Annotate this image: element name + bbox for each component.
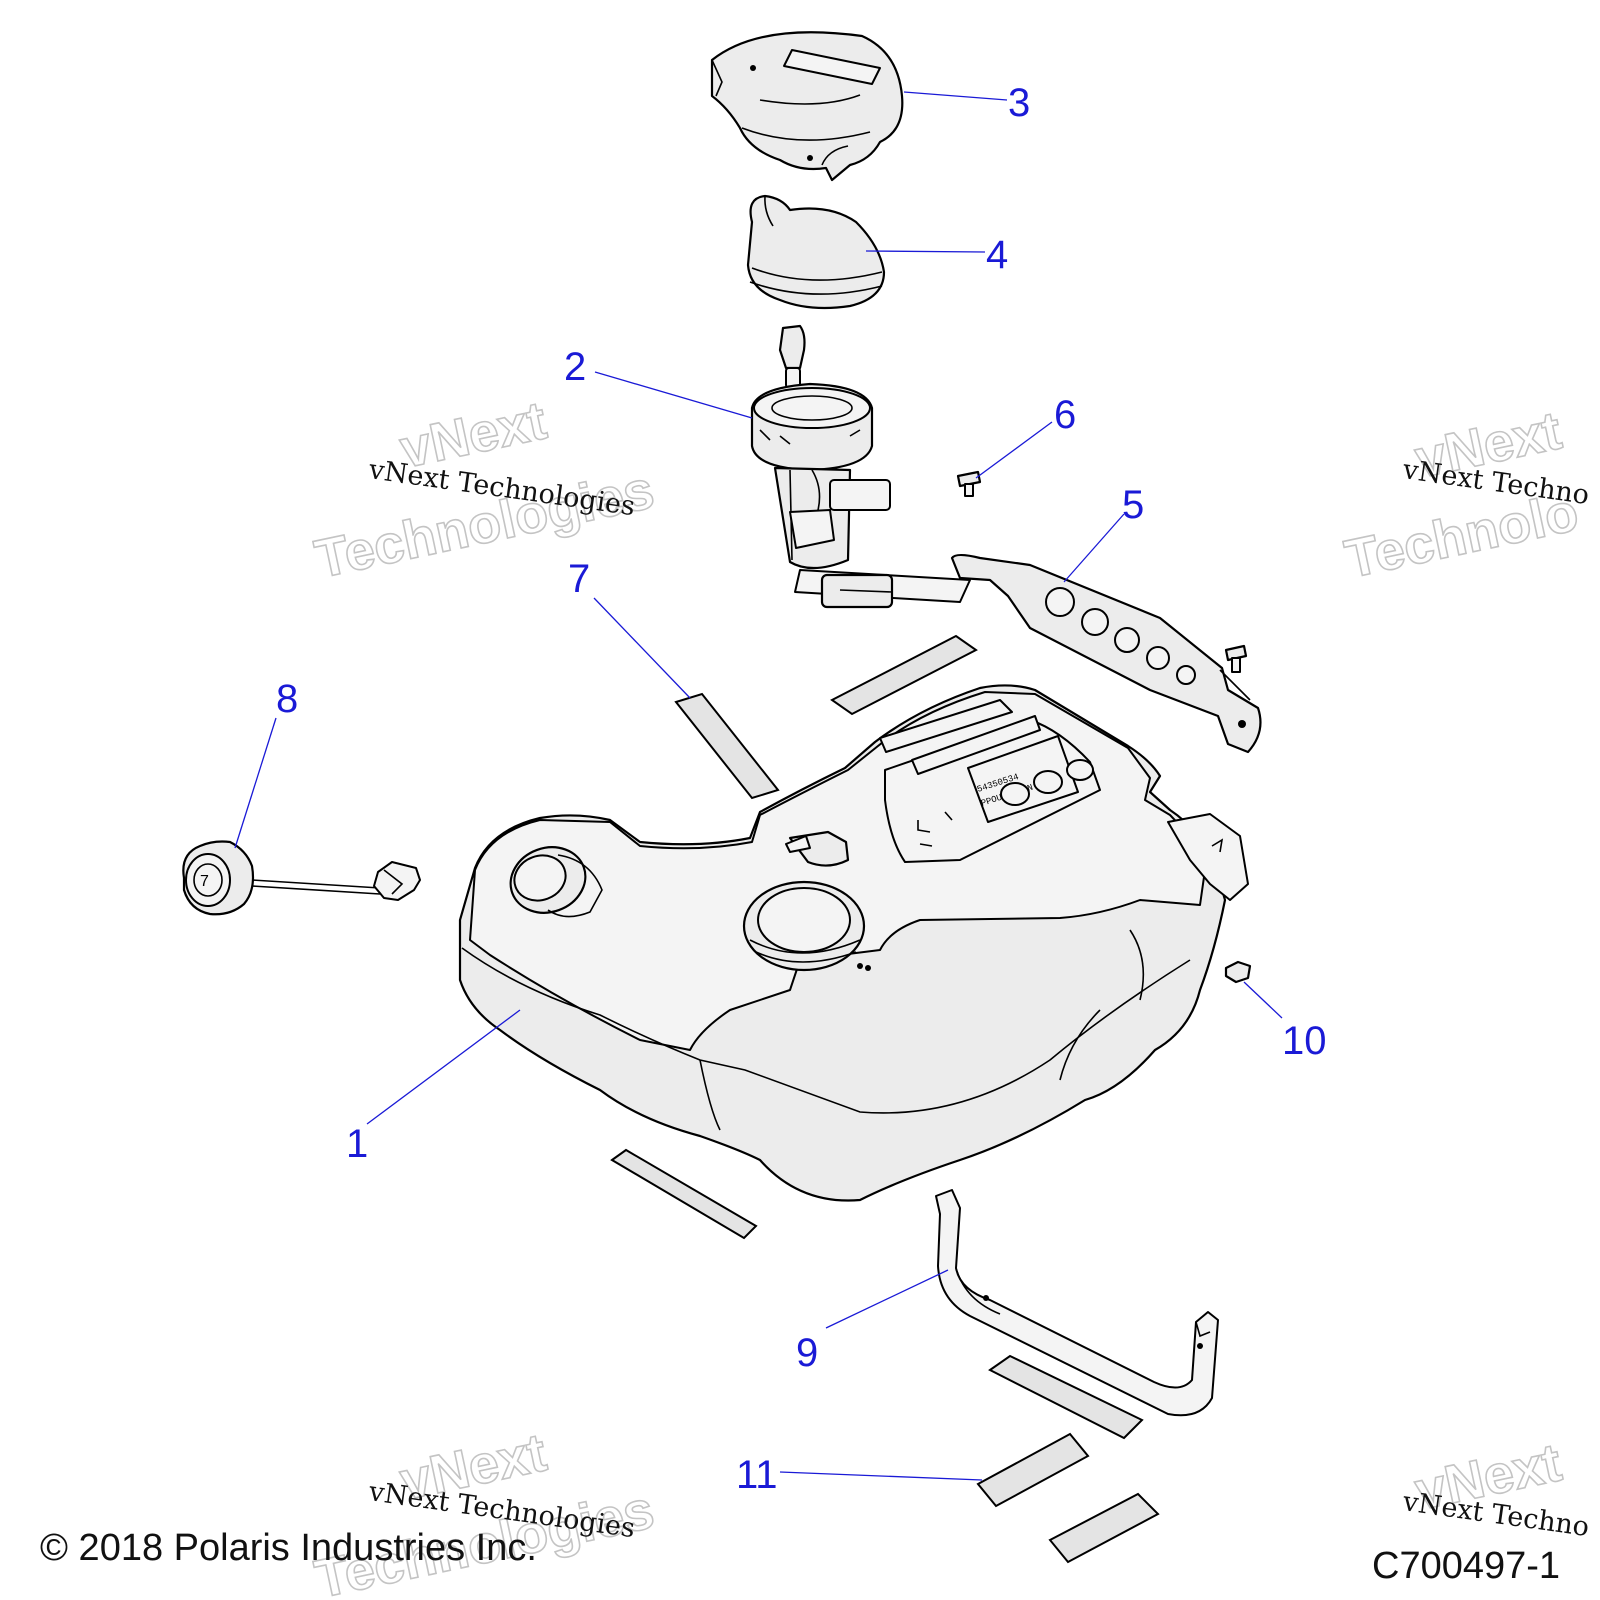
callout-9: 9 [796, 1331, 818, 1375]
svg-text:7: 7 [200, 873, 209, 890]
bracket-part-5 [950, 553, 1262, 754]
figure-id: C700497-1 [1372, 1545, 1560, 1587]
callout-7: 7 [568, 557, 590, 601]
callout-6: 6 [1054, 393, 1076, 437]
callout-11: 11 [736, 1453, 778, 1497]
copyright-text: © 2018 Polaris Industries Inc. [40, 1527, 537, 1569]
pad-part-7-right [830, 634, 978, 716]
watermark-top-right: vNext Technolo vNext Techno [1339, 400, 1591, 591]
pad-part-11-mid [976, 1432, 1090, 1508]
callout-8: 8 [276, 677, 298, 721]
fuel-pump-part-2 [750, 324, 971, 609]
callout-1: 1 [346, 1122, 368, 1166]
pad-part-11-upper [988, 1354, 1144, 1440]
callouts: 1 2 3 4 5 6 7 8 9 10 11 [276, 81, 1327, 1497]
callout-2: 2 [564, 345, 586, 389]
watermark-top-left: vNext Technologies vNext Technologies [309, 390, 660, 591]
watermark-bottom-left: vNext Technologies vNext Technologies [309, 1422, 660, 1600]
fuel-pump-cap-part-4 [746, 194, 886, 310]
nut-part-10 [1224, 960, 1252, 984]
callout-3: 3 [1008, 81, 1030, 125]
pad-part-7-left [674, 692, 780, 800]
callout-10: 10 [1282, 1019, 1327, 1063]
callout-4: 4 [986, 233, 1008, 277]
strap-part-9 [935, 1189, 1219, 1417]
callout-5: 5 [1122, 483, 1144, 527]
watermark-bottom-right: vNext vNext Techno [1400, 1432, 1591, 1543]
fuel-cap-part-8: 7 [182, 840, 421, 916]
pump-cover-part-3 [710, 31, 904, 182]
leader-lines [234, 91, 1283, 1481]
pad-part-11-low [1048, 1492, 1160, 1564]
bolt-bracket [1224, 644, 1248, 673]
fuel-tank-part-1: 54350534 PPOUL 5VON [458, 684, 1249, 1202]
bolt-part-6 [956, 470, 982, 497]
pad-tank-bottom [610, 1148, 758, 1240]
